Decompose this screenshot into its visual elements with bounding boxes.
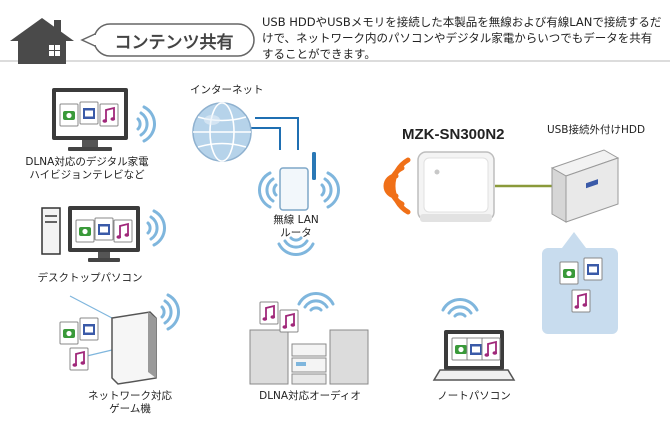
tv-icon <box>52 88 128 151</box>
usb-hdd-icon <box>550 149 620 223</box>
tv-label-line1: DLNA対応のデジタル家電 <box>25 156 149 168</box>
audio-label: DLNA対応オーディオ <box>259 390 361 402</box>
tv-label-line2: ハイビジョンテレビなど <box>29 169 145 181</box>
desktop-label: デスクトップパソコン <box>37 272 143 284</box>
notebook-label: ノートパソコン <box>437 390 511 402</box>
music-icon <box>571 289 591 313</box>
storage-contents-panel <box>542 232 618 334</box>
globe-icon <box>192 102 252 162</box>
internet-label: インターネット <box>190 84 264 96</box>
product-name: MZK-SN300N2 <box>402 126 505 143</box>
router-icon <box>279 152 316 211</box>
router-label-line1: 無線 LAN <box>273 214 319 226</box>
section-description: USB HDDやUSBメモリを接続した本製品を無線および有線LANで接続するだけ… <box>262 15 662 61</box>
audio-system-icon <box>249 301 369 385</box>
speech-bubble <box>80 23 255 57</box>
video-icon <box>583 257 603 281</box>
game-console-icon <box>59 295 157 385</box>
house-icon <box>10 18 74 64</box>
signal-waves-icon <box>383 157 411 215</box>
product-device-icon <box>417 151 495 222</box>
desktop-pc-icon <box>41 206 140 262</box>
router-label-line2: ルータ <box>280 227 312 239</box>
notebook-pc-icon <box>432 330 516 381</box>
usb-hdd-label: USB接続外付けHDD <box>546 124 646 136</box>
game-label-line1: ネットワーク対応 <box>88 390 172 402</box>
game-label-line2: ゲーム機 <box>109 403 151 415</box>
section-title: コンテンツ共有 <box>114 32 234 53</box>
photo-icon <box>559 261 579 285</box>
